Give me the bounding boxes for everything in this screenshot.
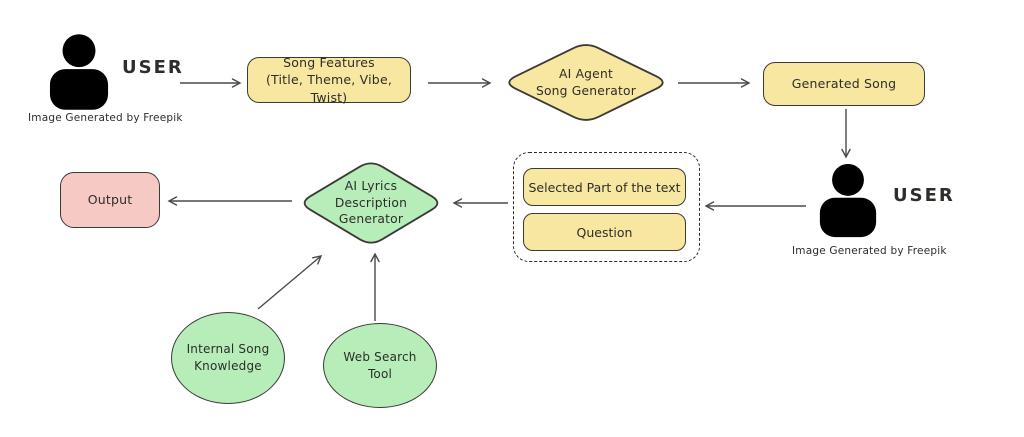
user-input-group: Selected Part of the text Question	[513, 152, 700, 262]
diamond-shape	[303, 162, 439, 244]
ai-lyrics-label: AI Lyrics Description Generator	[334, 179, 408, 227]
user-top-credit: Image Generated by Freepik	[28, 112, 183, 124]
node-ai-agent-song-generator: AI Agent Song Generator	[500, 40, 672, 125]
user-person-icon	[819, 163, 877, 238]
node-internal-song-knowledge: Internal Song Knowledge	[171, 312, 285, 404]
ai-agent-label: AI Agent Song Generator	[535, 66, 637, 98]
user-person-icon	[49, 34, 109, 110]
node-generated-song: Generated Song	[763, 62, 925, 106]
node-selected-part: Selected Part of the text	[523, 168, 686, 206]
user-top-label: USER	[122, 57, 184, 78]
user-right-credit: Image Generated by Freepik	[792, 245, 947, 257]
node-web-search-tool: Web Search Tool	[323, 323, 437, 408]
user-right-label: USER	[893, 185, 955, 206]
node-ai-lyrics-description-generator: AI Lyrics Description Generator	[296, 157, 446, 249]
node-song-features: Song Features (Title, Theme, Vibe, Twist…	[247, 55, 411, 105]
node-question: Question	[523, 213, 686, 251]
node-output: Output	[60, 172, 160, 228]
diamond-shape	[508, 44, 664, 121]
arrow-internal-knowledge-to-ai-lyrics	[257, 255, 323, 310]
